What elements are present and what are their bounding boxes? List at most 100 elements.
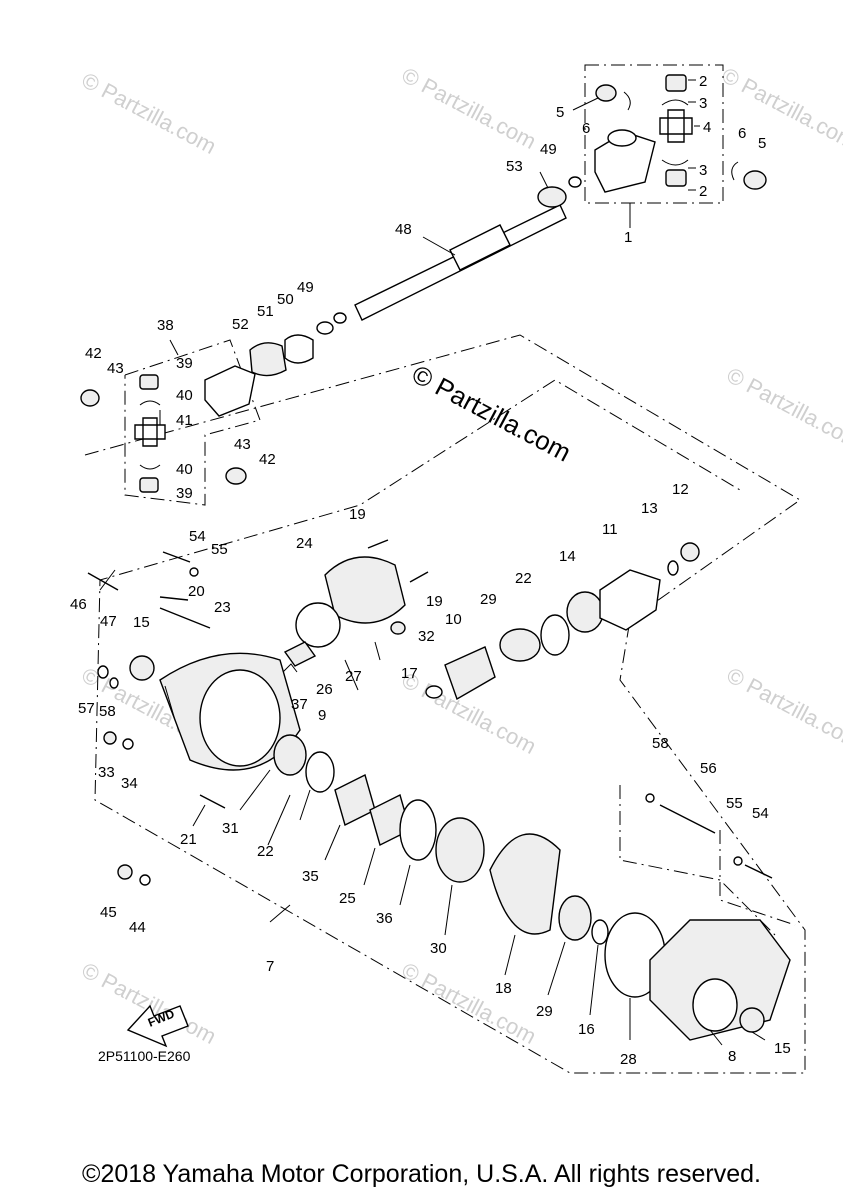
leader-line [589,944,599,1016]
callout-24: 24 [296,535,313,552]
washer-icon [189,567,199,577]
stud-icon [159,596,189,601]
bearing-cup-icon [139,374,159,390]
pinion-gear-icon [444,646,496,701]
watermark-layer: © Partzilla.com © Partzilla.com © Partzi… [78,62,843,1049]
nut-icon [103,731,117,745]
callout-22: 22 [515,570,532,587]
washer-icon [139,874,151,886]
bearing-icon [558,895,592,941]
callout-50: 50 [277,291,294,308]
coupling-gear-icon [599,569,661,631]
callout-4: 4 [703,119,711,136]
leader-line [422,236,456,256]
bearing-cup-icon [595,84,617,102]
circlip-icon [139,464,161,470]
callout-6: 6 [582,120,590,137]
spider-cross-icon [134,417,166,447]
callout-3: 3 [699,162,707,179]
drawing-code: 2P51100-E260 [98,1048,191,1064]
callout-40: 40 [176,387,193,404]
circlip-icon [568,176,582,188]
circlip-icon [661,159,689,166]
callout-32: 32 [418,628,435,645]
bearing-cup-icon [80,389,100,407]
bearing-icon [499,628,541,662]
circlip-icon [661,99,689,106]
callout-19: 19 [426,593,443,610]
callout-8: 8 [728,1048,736,1065]
callout-14: 14 [559,548,576,565]
watermark: © Partzilla.com [398,62,541,154]
callout-26: 26 [316,681,333,698]
callout-34: 34 [121,775,138,792]
callout-41: 41 [176,412,193,429]
callout-7: 7 [266,958,274,975]
watermark-main: © Partzilla.com [407,359,576,468]
clip-icon [282,663,298,673]
callout-12: 12 [672,481,689,498]
bolt-icon [744,864,773,879]
watermark: © Partzilla.com [398,957,541,1049]
callout-28: 28 [620,1051,637,1068]
callout-43: 43 [107,360,124,377]
leader-line [709,1029,723,1046]
hardware [87,539,773,886]
callout-57: 57 [78,700,95,717]
universal-joint-rear [80,365,256,493]
bolt-head-icon [390,621,406,635]
bolt-icon [659,804,716,834]
leader-line [299,789,311,821]
callout-5: 5 [758,135,766,152]
callout-49: 49 [297,279,314,296]
circlip-icon [305,751,335,793]
washer-icon [97,665,109,679]
universal-joint-front [594,74,767,193]
leader-line [267,794,291,846]
seal-icon [537,186,567,208]
callout-54: 54 [189,528,206,545]
circlip-icon [731,161,739,181]
ring-gear-icon [489,833,561,935]
bolt-icon [162,551,191,563]
callout-36: 36 [376,910,393,927]
callout-39: 39 [176,485,193,502]
drive-shaft [249,176,582,377]
callout-labels: 1 2 2 3 3 4 5 5 6 6 7 8 9 10 11 12 13 14… [70,73,791,1068]
watermark: © Partzilla.com [78,67,221,159]
callout-42: 42 [85,345,102,362]
bolt-icon [409,571,429,583]
leader-line [239,769,271,811]
spring-icon [284,334,314,364]
bolt-group-outline [619,785,776,936]
oil-seal-icon [739,1007,765,1033]
pin-icon [87,572,119,591]
bearing-cup-icon [743,170,767,190]
callout-15: 15 [133,614,150,631]
shim-icon [399,799,437,861]
callout-25: 25 [339,890,356,907]
callout-10: 10 [445,611,462,628]
callout-43: 43 [234,436,251,453]
callout-18: 18 [495,980,512,997]
callout-53: 53 [506,158,523,175]
yoke-icon [204,365,256,417]
o-ring-icon [295,602,341,648]
leader-line [99,569,116,591]
callout-27: 27 [345,668,362,685]
callout-35: 35 [302,868,319,885]
callout-29: 29 [480,591,497,608]
universal-joint-group-box [584,64,724,204]
nut-icon [117,864,133,880]
watermark: © Partzilla.com [723,362,843,454]
leader-lines [99,79,766,1046]
bolt-icon [199,794,226,809]
callout-39: 39 [176,355,193,372]
watermark: © Partzilla.com [723,662,843,754]
shaft-collar-icon [449,224,511,271]
callout-42: 42 [259,451,276,468]
needle-bearing-icon [334,773,376,827]
callout-16: 16 [578,1021,595,1038]
callout-5: 5 [556,104,564,121]
